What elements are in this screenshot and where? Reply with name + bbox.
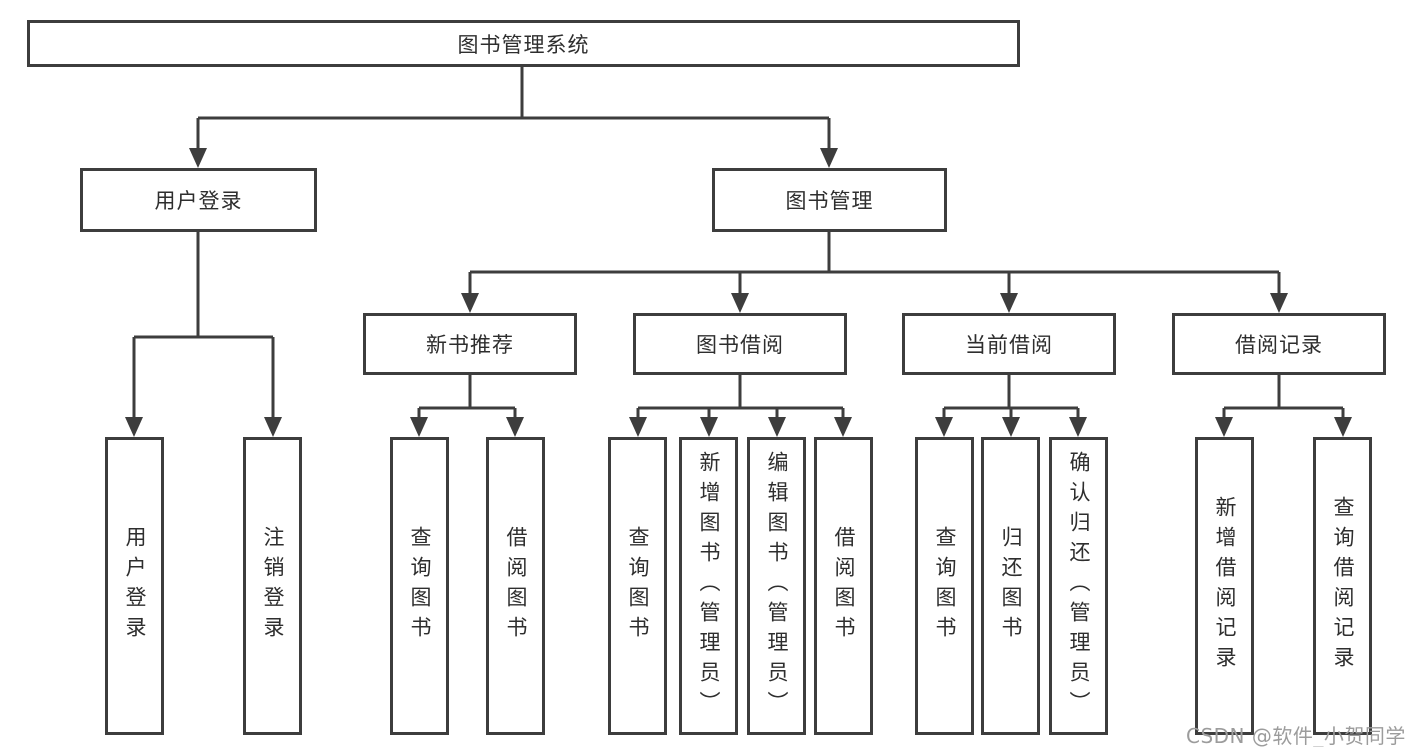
leaf-query-books-borrow: 查询图书 (608, 437, 667, 735)
node-label: 图书管理 (785, 189, 874, 213)
node-label: 新增借阅记录 (1213, 496, 1237, 676)
leaf-add-borrow-record: 新增借阅记录 (1195, 437, 1254, 735)
node-label: 查询借阅记录 (1331, 496, 1355, 676)
node-label: 查询图书 (408, 526, 432, 646)
node-label: 注销登录 (261, 526, 285, 646)
leaf-query-books-recommend: 查询图书 (390, 437, 449, 735)
node-label: 确认归还（管理员） (1067, 451, 1091, 721)
node-label: 用户登录 (123, 526, 147, 646)
node-label: 新书推荐 (426, 333, 514, 357)
node-label: 查询图书 (626, 526, 650, 646)
leaf-borrow-books-recommend: 借阅图书 (486, 437, 545, 735)
leaf-return-books: 归还图书 (981, 437, 1040, 735)
leaf-add-book-admin: 新增图书（管理员） (679, 437, 738, 735)
node-label: 借阅记录 (1235, 333, 1323, 357)
node-label: 编辑图书（管理员） (765, 451, 789, 721)
node-label: 当前借阅 (965, 333, 1053, 357)
node-new-book-recommend: 新书推荐 (363, 313, 577, 375)
leaf-confirm-return-admin: 确认归还（管理员） (1049, 437, 1108, 735)
node-library-management-system: 图书管理系统 (27, 20, 1020, 67)
node-label: 用户登录 (154, 189, 243, 213)
node-label: 图书借阅 (696, 333, 784, 357)
node-borrow-records: 借阅记录 (1172, 313, 1386, 375)
leaf-logout: 注销登录 (243, 437, 302, 735)
node-label: 新增图书（管理员） (697, 451, 721, 721)
node-user-login: 用户登录 (80, 168, 317, 232)
leaf-edit-book-admin: 编辑图书（管理员） (747, 437, 806, 735)
node-book-borrow: 图书借阅 (633, 313, 847, 375)
node-label: 借阅图书 (832, 526, 856, 646)
node-book-management: 图书管理 (712, 168, 947, 232)
leaf-user-login: 用户登录 (105, 437, 164, 735)
leaf-query-books-current: 查询图书 (915, 437, 974, 735)
leaf-borrow-books: 借阅图书 (814, 437, 873, 735)
leaf-query-borrow-record: 查询借阅记录 (1313, 437, 1372, 735)
csdn-watermark: CSDN @软件_小贺同学 (1186, 724, 1405, 747)
node-label: 查询图书 (933, 526, 957, 646)
node-label: 图书管理系统 (457, 32, 590, 57)
node-current-borrow: 当前借阅 (902, 313, 1116, 375)
node-label: 借阅图书 (504, 526, 528, 646)
node-label: 归还图书 (999, 526, 1023, 646)
